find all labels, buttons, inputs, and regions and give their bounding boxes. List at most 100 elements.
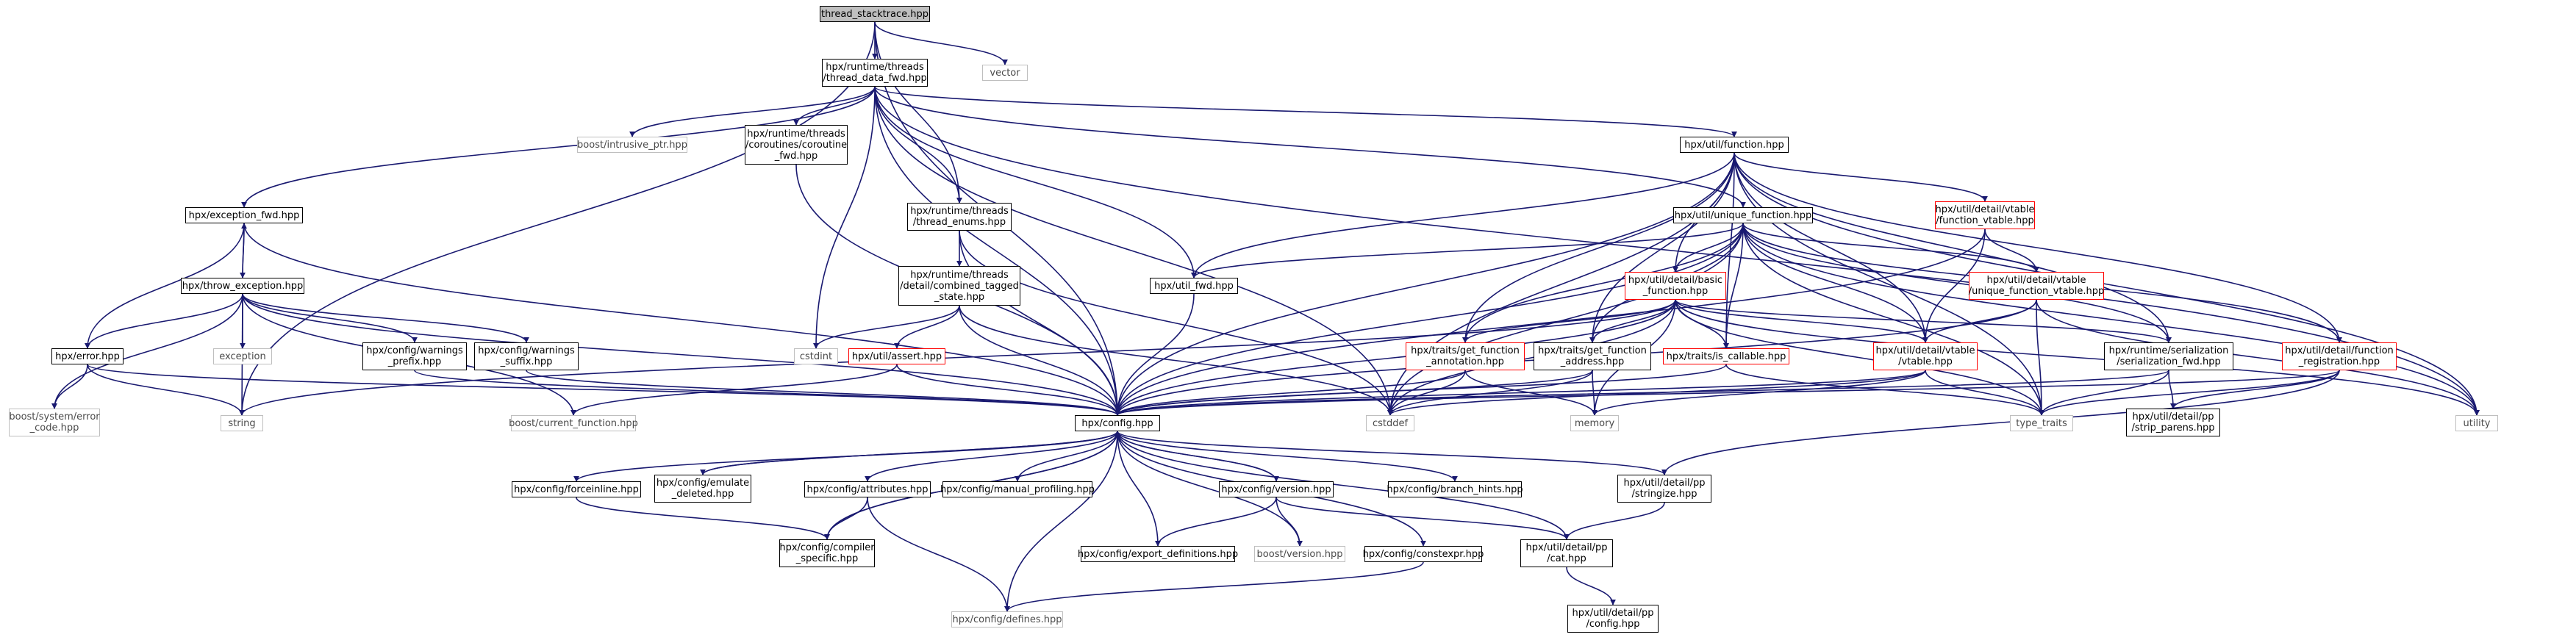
include-edge-attributes-to-defines <box>867 497 1010 612</box>
include-edge-thread-data-fwd-to-function <box>874 86 1737 137</box>
include-edge-warnings-prefix-to-config <box>414 370 1120 416</box>
include-edge-unique-function-to-util-fwd <box>1191 223 1744 278</box>
node-system-error-code[interactable]: boost/system/error _code.hpp <box>9 409 100 436</box>
node-string[interactable]: string <box>221 415 263 431</box>
include-edge-vtable-to-type-traits <box>1925 370 2044 416</box>
include-edge-config-to-branch-hints <box>1117 431 1458 482</box>
node-combined-tagged-state[interactable]: hpx/runtime/threads /detail/combined_tag… <box>898 266 1020 306</box>
include-edge-basic-function-to-get-function-address <box>1589 299 1676 343</box>
include-edge-function-vtable-to-vtable <box>1922 229 1986 343</box>
include-edge-version-to-pp-cat <box>1276 497 1570 540</box>
include-edge-unique-function-vtable-to-type-traits <box>2036 299 2044 416</box>
node-get-function-annotation[interactable]: hpx/traits/get_function _annotation.hpp <box>1406 342 1525 370</box>
node-vector[interactable]: vector <box>982 65 1028 81</box>
node-warnings-suffix[interactable]: hpx/config/warnings _suffix.hpp <box>474 342 579 370</box>
include-edge-basic-function-to-vtable <box>1675 299 1928 343</box>
node-memory[interactable]: memory <box>1570 415 1619 431</box>
include-edge-thread-data-fwd-to-intrusive-ptr <box>629 86 876 137</box>
node-thread-data-fwd[interactable]: hpx/runtime/threads /thread_data_fwd.hpp <box>822 59 928 87</box>
include-edge-thread-data-fwd-to-exception-fwd <box>241 86 876 208</box>
include-edge-throw-exception-to-exception-fwd <box>240 223 247 278</box>
include-edge-combined-tagged-state-to-config <box>959 305 1120 416</box>
include-edge-combined-tagged-state-to-cstdint <box>813 305 960 349</box>
node-type-traits[interactable]: type_traits <box>2010 415 2073 431</box>
node-thread-enums[interactable]: hpx/runtime/threads /thread_enums.hpp <box>907 203 1012 231</box>
node-function-vtable[interactable]: hpx/util/detail/vtable /function_vtable.… <box>1935 201 2035 229</box>
include-edge-vtable-to-config <box>1115 370 1926 416</box>
node-version[interactable]: hpx/config/version.hpp <box>1219 481 1334 497</box>
include-edge-basic-function-to-config <box>1115 299 1676 416</box>
include-edge-config-to-attributes <box>865 431 1118 482</box>
node-constexpr[interactable]: hpx/config/constexpr.hpp <box>1363 546 1484 562</box>
include-edge-combined-tagged-state-to-assert <box>894 305 960 349</box>
node-error[interactable]: hpx/error.hpp <box>51 348 124 364</box>
node-function[interactable]: hpx/util/function.hpp <box>1680 137 1789 153</box>
include-edge-thread-data-fwd-to-unique-function <box>874 86 1746 208</box>
node-intrusive-ptr[interactable]: boost/intrusive_ptr.hpp <box>577 137 687 153</box>
include-edge-throw-exception-to-error <box>85 293 243 349</box>
include-edge-emulate-deleted-to-config <box>702 431 1120 475</box>
include-edge-unique-function-to-unique-function-vtable <box>1742 223 2039 273</box>
node-manual-profiling[interactable]: hpx/config/manual_profiling.hpp <box>940 481 1095 497</box>
include-edge-stringize-to-pp-cat <box>1564 502 1665 540</box>
include-edge-thread-stacktrace-to-thread-enums <box>874 21 962 204</box>
include-edge-function-to-utility <box>1734 152 2480 416</box>
include-edge-serialization-fwd-to-strip-parens <box>2168 370 2176 409</box>
node-pp-config[interactable]: hpx/util/detail/pp /config.hpp <box>1567 605 1659 633</box>
node-get-function-address[interactable]: hpx/traits/get_function _address.hpp <box>1534 342 1651 370</box>
node-thread-stacktrace[interactable]: thread_stacktrace.hpp <box>820 6 930 22</box>
node-coroutine-fwd[interactable]: hpx/runtime/threads /coroutines/coroutin… <box>745 125 848 165</box>
include-edge-get-function-annotation-to-config <box>1115 370 1466 416</box>
node-assert[interactable]: hpx/util/assert.hpp <box>848 348 945 364</box>
node-function-registration[interactable]: hpx/util/detail/function _registration.h… <box>2282 342 2397 370</box>
include-edge-thread-data-fwd-to-config <box>874 86 1120 416</box>
include-edge-thread-data-fwd-to-cstdint <box>813 86 876 349</box>
include-edge-exception-fwd-to-config <box>243 223 1120 416</box>
include-edge-function-to-get-function-annotation <box>1462 152 1735 343</box>
node-cstddef[interactable]: cstddef <box>1366 415 1414 431</box>
node-unique-function[interactable]: hpx/util/unique_function.hpp <box>1673 207 1813 223</box>
node-pp-cat[interactable]: hpx/util/detail/pp /cat.hpp <box>1520 539 1613 567</box>
node-basic-function[interactable]: hpx/util/detail/basic _function.hpp <box>1625 272 1726 300</box>
node-util-fwd[interactable]: hpx/util_fwd.hpp <box>1150 278 1238 294</box>
include-edge-warnings-suffix-to-config <box>526 370 1120 416</box>
node-utility[interactable]: utility <box>2455 415 2498 431</box>
node-throw-exception[interactable]: hpx/throw_exception.hpp <box>181 278 304 294</box>
node-warnings-prefix[interactable]: hpx/config/warnings _prefix.hpp <box>362 342 467 370</box>
include-edge-version-to-config <box>1115 431 1277 482</box>
node-forceinline[interactable]: hpx/config/forceinline.hpp <box>512 481 641 497</box>
include-edge-thread-data-fwd-to-utility <box>874 86 2480 416</box>
node-vtable[interactable]: hpx/util/detail/vtable /vtable.hpp <box>1873 342 1978 370</box>
include-edge-thread-stacktrace-to-string <box>239 21 876 416</box>
include-edge-error-to-system-error-code <box>51 364 88 409</box>
include-edge-function-to-vtable <box>1734 152 1928 343</box>
node-cstdint[interactable]: cstdint <box>794 348 838 364</box>
include-edge-unique-function-to-is-callable <box>1723 223 1744 349</box>
node-stringize[interactable]: hpx/util/detail/pp /stringize.hpp <box>1617 475 1711 503</box>
include-edge-unique-function-to-basic-function <box>1672 223 1744 273</box>
include-edge-util-fwd-to-config <box>1115 293 1195 416</box>
node-emulate-deleted[interactable]: hpx/config/emulate _deleted.hpp <box>654 475 751 503</box>
node-current-function[interactable]: boost/current_function.hpp <box>509 415 638 431</box>
include-edge-unique-function-to-get-function-annotation <box>1462 223 1744 343</box>
node-strip-parens[interactable]: hpx/util/detail/pp /strip_parens.hpp <box>2126 409 2220 436</box>
include-edge-basic-function-to-cstddef <box>1387 299 1676 416</box>
node-exception[interactable]: exception <box>213 348 272 364</box>
node-compiler-specific[interactable]: hpx/config/compiler _specific.hpp <box>779 539 875 567</box>
include-edge-forceinline-to-compiler-specific <box>576 497 830 540</box>
include-edge-unique-function-to-cstddef <box>1387 223 1744 416</box>
node-unique-function-vtable[interactable]: hpx/util/detail/vtable /unique_function_… <box>1969 272 2104 300</box>
include-edge-function-registration-to-type-traits <box>2039 370 2340 416</box>
node-branch-hints[interactable]: hpx/config/branch_hints.hpp <box>1387 481 1523 497</box>
node-export-definitions[interactable]: hpx/config/export_definitions.hpp <box>1078 546 1238 562</box>
node-exception-fwd[interactable]: hpx/exception_fwd.hpp <box>185 207 303 223</box>
node-config[interactable]: hpx/config.hpp <box>1075 415 1160 431</box>
node-serialization-fwd[interactable]: hpx/runtime/serialization /serialization… <box>2104 342 2233 370</box>
node-defines[interactable]: hpx/config/defines.hpp <box>951 611 1063 628</box>
node-is-callable[interactable]: hpx/traits/is_callable.hpp <box>1663 348 1789 364</box>
include-edge-constexpr-to-defines <box>1004 561 1424 612</box>
node-boost-version[interactable]: boost/version.hpp <box>1254 546 1345 562</box>
include-edge-serialization-fwd-to-type-traits <box>2039 370 2169 416</box>
node-attributes[interactable]: hpx/config/attributes.hpp <box>804 481 931 497</box>
